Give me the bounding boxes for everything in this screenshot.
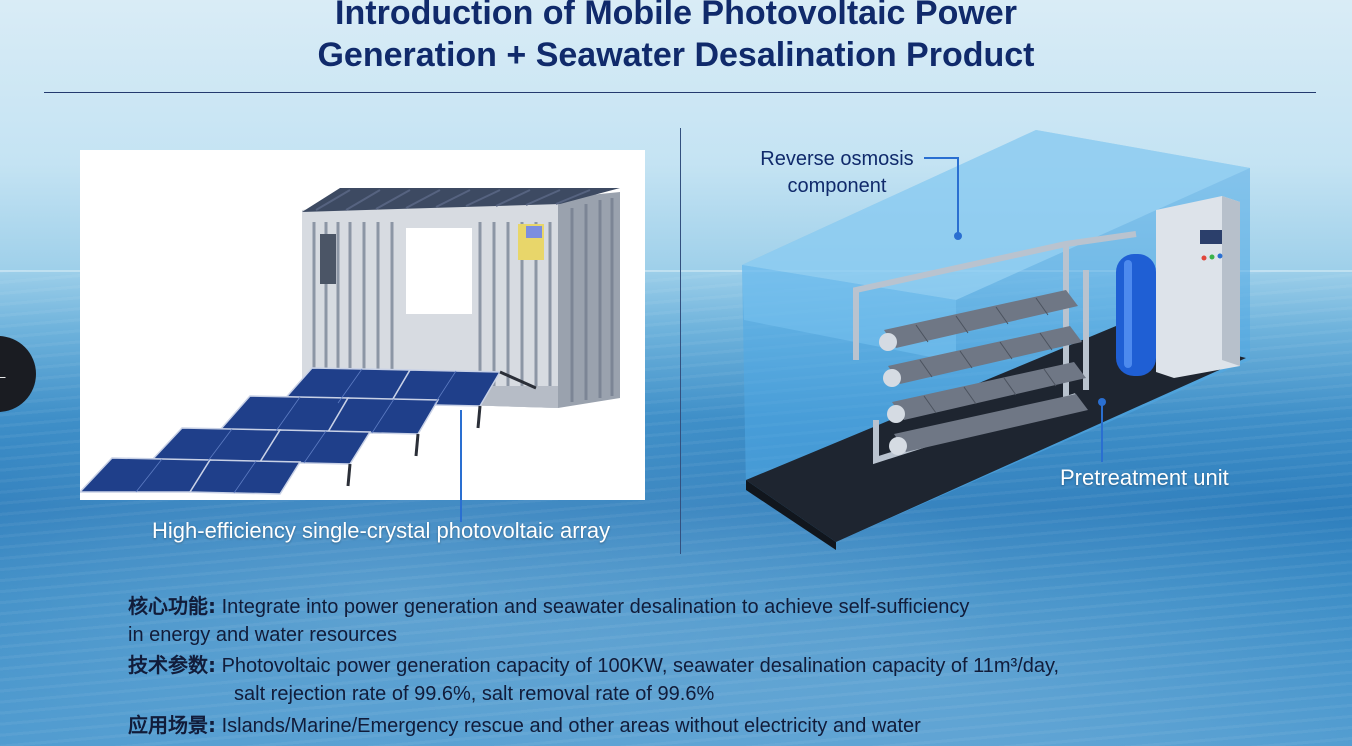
title-underline bbox=[44, 92, 1316, 93]
title-line-2: Generation + Seawater Desalination Produ… bbox=[317, 36, 1035, 74]
info-key: 应用场景: bbox=[128, 713, 216, 737]
title-line-1: Introduction of Mobile Photovoltaic Powe… bbox=[335, 0, 1017, 32]
ro-component-label: Reverse osmosis component bbox=[752, 146, 922, 200]
info-text-continued: in energy and water resources bbox=[128, 624, 398, 646]
pretreatment-unit-label: Pretreatment unit bbox=[1060, 465, 1229, 490]
info-text: Photovoltaic power generation capacity o… bbox=[221, 655, 1060, 677]
info-row-core-function: 核心功能: Integrate into power generation an… bbox=[128, 592, 1088, 649]
arrow-left-icon: ← bbox=[0, 361, 10, 386]
ro-label-line-2: component bbox=[787, 175, 887, 197]
ro-unit-illustration bbox=[742, 130, 1250, 550]
ro-label-line-1: Reverse osmosis bbox=[760, 148, 914, 170]
pv-container-illustration bbox=[80, 150, 645, 500]
info-text: Islands/Marine/Emergency rescue and othe… bbox=[221, 715, 921, 737]
page-title: Introduction of Mobile Photovoltaic Powe… bbox=[0, 0, 1352, 76]
horizon-line bbox=[0, 270, 1352, 272]
info-row-tech-params: 技术参数: Photovoltaic power generation capa… bbox=[128, 651, 1168, 708]
container-solar-drawing bbox=[80, 188, 620, 495]
pv-callout-line bbox=[460, 410, 462, 522]
info-text: Integrate into power generation and seaw… bbox=[221, 596, 970, 618]
info-text-continued: salt rejection rate of 99.6%, salt remov… bbox=[234, 683, 715, 705]
info-row-application: 应用场景: Islands/Marine/Emergency rescue an… bbox=[128, 711, 1128, 740]
info-key: 技术参数: bbox=[128, 653, 216, 677]
pv-array-caption: High-efficiency single-crystal photovolt… bbox=[152, 518, 611, 543]
panel-divider bbox=[680, 128, 681, 554]
info-key: 核心功能: bbox=[128, 594, 216, 618]
